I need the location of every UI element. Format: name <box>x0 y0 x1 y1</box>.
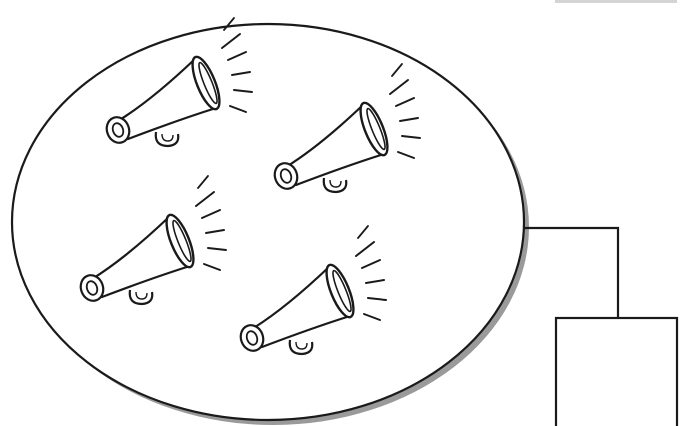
target-rectangle <box>556 318 677 426</box>
top-right-mark <box>555 0 677 3</box>
elbow-connector <box>524 228 618 318</box>
group-ellipse <box>12 24 524 420</box>
